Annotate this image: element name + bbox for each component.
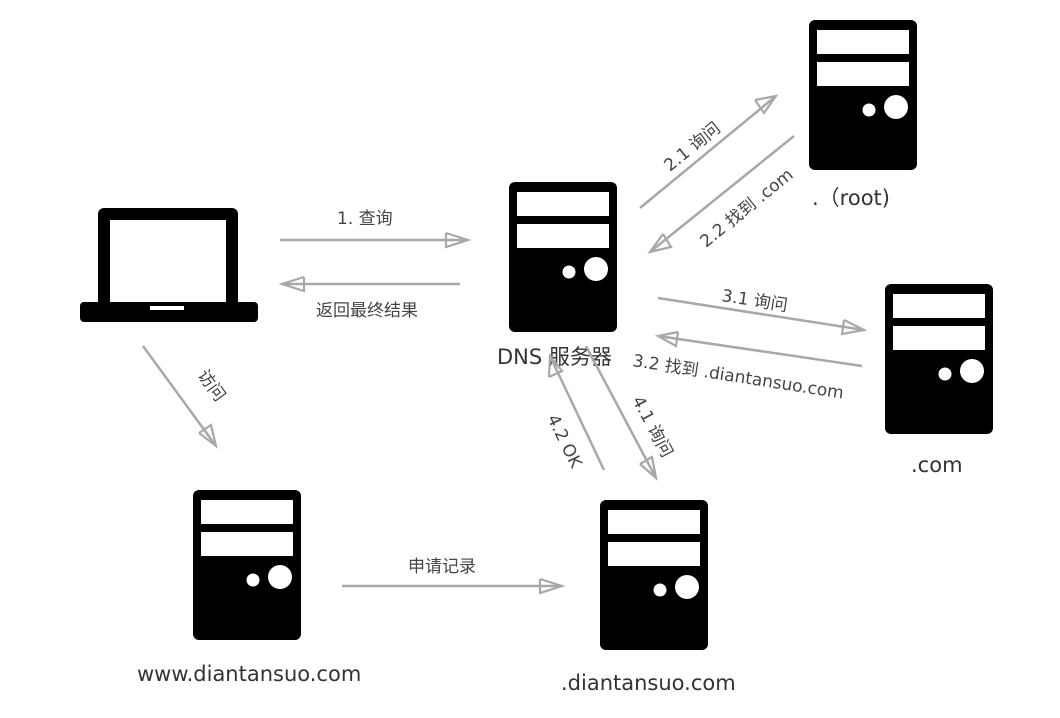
dns-server-icon (509, 182, 617, 332)
root-server-label: .（root) (812, 186, 890, 210)
root-ask-arrow (639, 94, 779, 209)
apply-record-arrow (342, 577, 566, 595)
authoritative-server-label: .diantansuo.com (561, 671, 736, 695)
com-ask-arrow (657, 296, 868, 336)
com-found-arrow (654, 330, 863, 368)
com-server-label: .com (911, 453, 963, 477)
return-result-label: 返回最终结果 (316, 301, 418, 321)
visit-label: 访问 (193, 366, 229, 405)
com-ask-label: 3.1 询问 (720, 286, 789, 316)
com-server-icon (885, 284, 993, 434)
root-found-arrow (647, 135, 795, 254)
return-result-arrow (278, 275, 460, 293)
root-found-label: 2.2 找到 .com (697, 165, 798, 252)
authoritative-server-icon (600, 500, 708, 650)
auth-ok-arrow (547, 353, 606, 471)
visit-arrow (141, 345, 218, 449)
web-server-icon (193, 490, 301, 640)
auth-ask-arrow (584, 345, 658, 481)
laptop-icon (80, 208, 258, 322)
web-server-label: www.diantansuo.com (137, 662, 361, 686)
root-server-icon (809, 20, 917, 170)
auth-ask-label: 4.1 询问 (628, 393, 677, 461)
query-label: 1. 查询 (337, 209, 393, 229)
apply-record-label: 申请记录 (408, 557, 476, 577)
query-arrow (280, 231, 472, 249)
